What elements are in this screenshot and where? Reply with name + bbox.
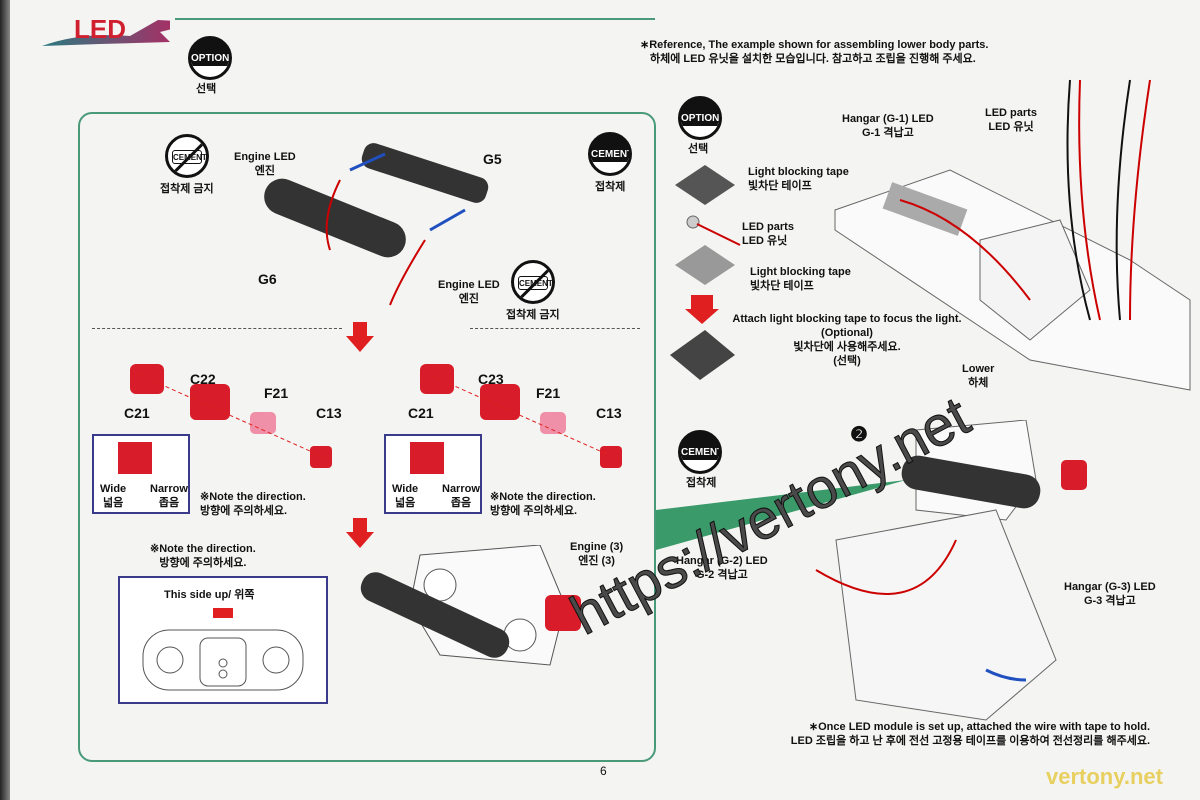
lower-body-illustration (834, 79, 1191, 391)
part-f21-label: F21 (536, 385, 561, 401)
cement-label: 접착제 (686, 477, 717, 489)
steps-panel (78, 112, 656, 762)
part-g5-label: G5 (483, 151, 502, 167)
part-c13-label: C13 (596, 405, 622, 421)
lens-diagram (410, 442, 444, 474)
tape-illustration (670, 165, 741, 380)
option-label: 선택 (688, 143, 709, 155)
header-rule (175, 18, 655, 20)
side-up-box: This side up/ 위쪽 (118, 576, 328, 704)
step-number: ❷ (850, 424, 868, 446)
logo-swoosh-icon (42, 20, 200, 46)
light-parts-right-illustration (420, 364, 622, 468)
part-c21-label: C21 (408, 405, 434, 421)
no-cement-label-2: 접착제 금지 (506, 309, 560, 321)
option-label: 선택 (196, 83, 217, 95)
part-g6-label: G6 (258, 271, 277, 287)
part-c23-label: C23 (478, 371, 504, 387)
option-badge: OPTION (188, 36, 232, 80)
no-cement-badge: CEMENT (165, 134, 209, 178)
binding-edge (0, 0, 10, 800)
led-logo: LED (40, 14, 200, 48)
side-up-label: This side up/ 위쪽 (164, 589, 255, 601)
page-number: 6 (600, 764, 607, 778)
down-arrow-icon (346, 518, 374, 548)
reference-note: ∗Reference, The example shown for assemb… (640, 39, 989, 65)
hangar-assembly-illustration (656, 420, 1087, 721)
divider (470, 328, 640, 329)
watermark-corner: vertony.net (1046, 764, 1163, 789)
lens-diagram (118, 442, 152, 474)
cement-badge: CEMENT (588, 132, 632, 176)
no-cement-label: 접착제 금지 (160, 183, 214, 195)
no-cement-badge-2: CEMENT (511, 260, 555, 304)
note-direction: ※Note the direction.방향에 주의하세요. (150, 543, 256, 569)
light-parts-left-illustration (130, 364, 332, 468)
attach-tape-note: Attach light blocking tape to focus the … (732, 313, 962, 367)
note-direction: ※Note the direction.방향에 주의하세요. (200, 491, 306, 517)
option-badge: OPTION (678, 96, 722, 140)
down-arrow-icon (346, 322, 374, 352)
cement-badge: CEMENT (678, 430, 722, 474)
part-c21-label: C21 (124, 405, 150, 421)
part-f21-label: F21 (264, 385, 289, 401)
divider (92, 328, 342, 329)
engine-assembly-illustration (360, 545, 581, 666)
note-direction: ※Note the direction.방향에 주의하세요. (490, 491, 596, 517)
engine-parts-illustration (264, 143, 489, 306)
logo-text: LED (74, 14, 126, 44)
part-c13-label: C13 (316, 405, 342, 421)
cement-label: 접착제 (595, 181, 626, 193)
engine3-label: Engine (3)엔진 (3) (570, 541, 624, 567)
engine-housing-diagram (142, 608, 304, 691)
wire-tape-note: ∗Once LED module is set up, attached the… (790, 721, 1150, 747)
part-c22-label: C22 (190, 371, 216, 387)
